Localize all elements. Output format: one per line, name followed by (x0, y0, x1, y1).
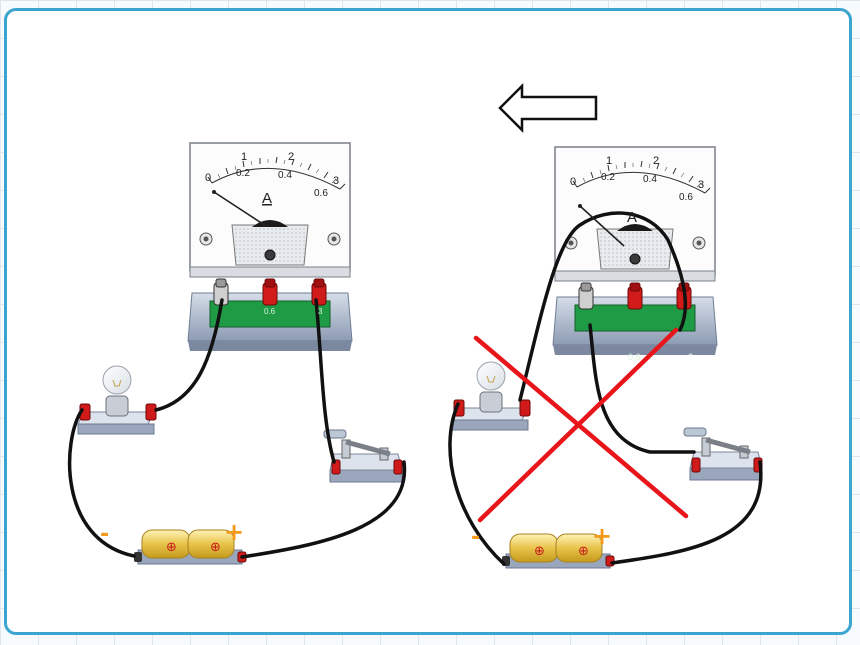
negative-sign: - (100, 522, 109, 547)
scale-bottom-label: 0.6 (679, 192, 693, 203)
unit-label: A (627, 209, 637, 226)
negative-sign: - (471, 525, 480, 550)
left-ammeter-labels: 0 1 2 3 0.2 0.4 0.6 A 0.6 3 (205, 151, 339, 316)
right-circuit (448, 146, 763, 569)
scale-top-label: 3 (698, 179, 704, 191)
right-ammeter (552, 146, 718, 356)
scale-top-label: 3 (333, 175, 339, 187)
left-switch (324, 430, 402, 482)
scale-top-label: 0 (570, 176, 576, 188)
scale-bottom-label: 0.4 (278, 170, 292, 181)
battery-labels: - + ⊕ ⊕ - + ⊕ ⊕ (100, 518, 612, 559)
terminal-label: 0.6 (264, 307, 276, 316)
positive-sign: + (224, 518, 244, 546)
scale-top-label: 0 (205, 172, 211, 184)
scale-bottom-label: 0.6 (314, 188, 328, 199)
left-lamp (77, 365, 157, 435)
left-arrow-icon (498, 82, 598, 134)
scale-top-label: 1 (241, 151, 247, 163)
cell-symbol: ⊕ (210, 540, 221, 555)
cell-symbol: ⊕ (166, 540, 177, 555)
terminal-label: 0.6 (628, 352, 641, 362)
right-wires (448, 211, 763, 566)
scale-top-label: 1 (606, 155, 612, 167)
scale-top-label: 2 (653, 155, 659, 167)
left-circuit (67, 142, 407, 565)
scale-bottom-label: 0.2 (236, 168, 250, 179)
cell-symbol: ⊕ (578, 544, 589, 559)
terminal-label: 3 (688, 352, 693, 362)
cell-symbol: ⊕ (534, 544, 545, 559)
scale-bottom-label: 0.4 (643, 174, 657, 185)
unit-label: A (262, 190, 272, 207)
scale-bottom-label: 0.2 (601, 172, 615, 183)
wrong-circuit-cross (473, 327, 689, 523)
right-ammeter-labels: 0 1 2 3 0.2 0.4 0.6 A 0.6 3 (570, 155, 704, 362)
left-ammeter (187, 142, 353, 352)
positive-sign: + (592, 522, 612, 550)
left-wires (67, 298, 407, 559)
terminal-label: 3 (318, 307, 323, 316)
left-needle (213, 191, 267, 227)
right-switch (684, 428, 762, 480)
right-needle (579, 205, 625, 247)
scale-top-label: 2 (288, 151, 294, 163)
